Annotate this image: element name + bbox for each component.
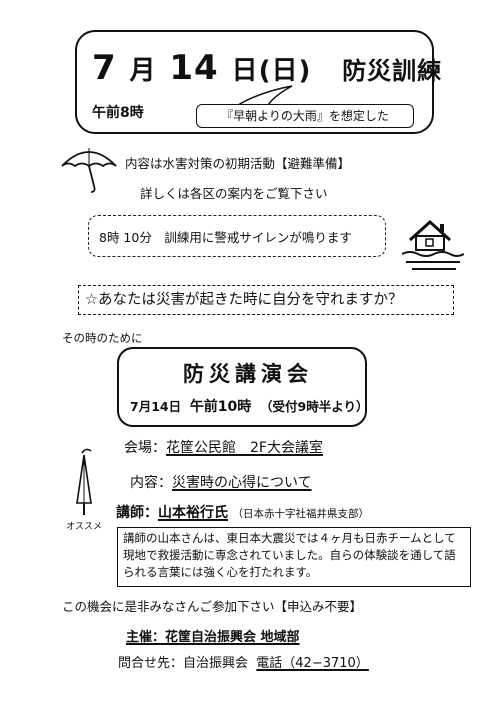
drill-time: 午前8時 (92, 105, 144, 121)
for-that-line: その時のために (62, 331, 143, 345)
speaker-affiliation: （日本赤十字社福井県支部） (232, 508, 369, 520)
drill-weekday: (日) (258, 56, 312, 86)
invitation-line: この機会に是非みなさんご参加下さい【申込み不要】 (62, 599, 363, 614)
drill-title: 7 月 14 日(日) 防災訓練 (92, 48, 442, 88)
contact-label: 問合せ先：自治振興会 (118, 656, 249, 671)
drill-day: 14 (169, 48, 219, 88)
content-line: 内容は水害対策の初期活動【避難準備】 (125, 156, 351, 171)
lecture-box (117, 347, 367, 427)
lecture-reception: （受付9時半より） (260, 399, 369, 414)
recommend-label: オススメ (66, 522, 103, 532)
details-line: 詳しくは各区の案内をご覧下さい (140, 186, 328, 201)
question-box: ☆あなたは災害が起きた時に自分を守れますか？ (78, 285, 454, 315)
closed-umbrella-icon (76, 448, 92, 515)
flooded-house-icon (402, 219, 464, 270)
lecture-content-value: 災害時の心得について (172, 475, 312, 491)
venue-line: 会場：花筐公民館 2F大会議室 (124, 437, 323, 457)
organizer: 主催：花筐自治振興会 地域部 (126, 630, 300, 645)
bubble-tail (237, 85, 293, 106)
lecture-content-label: 内容： (130, 475, 172, 491)
siren-notice-box: 8時 10分 訓練用に警戒サイレンが鳴ります (88, 215, 386, 257)
venue-value: 花筐公民館 2F大会議室 (166, 440, 323, 456)
lecture-time: 午前10時 (189, 399, 252, 415)
drill-name: 防災訓練 (342, 57, 443, 85)
speaker-label: 講師： (116, 505, 158, 521)
speaker-name: 山本裕行氏 (158, 505, 228, 521)
siren-notice: 8時 10分 訓練用に警戒サイレンが鳴ります (99, 230, 352, 245)
scenario-bubble: 『早朝よりの大雨』を想定した (196, 104, 414, 128)
organizer-line: 主催：花筐自治振興会 地域部 (126, 626, 300, 645)
speaker-bio: 講師の山本さんは、東日本大震災では４ヶ月も日赤チームとして現地で救援活動に専念さ… (117, 527, 471, 587)
contact-line: 問合せ先：自治振興会 電話（42−3710） (118, 652, 369, 671)
drill-header-box (75, 30, 434, 134)
lecture-title: 防災講演会 (183, 362, 313, 386)
lecture-content-line: 内容：災害時の心得について (130, 472, 312, 492)
lecture-date: 7月14日 (130, 399, 182, 414)
umbrella-icon (61, 148, 117, 193)
lecture-datetime: 7月14日 午前10時 （受付9時半より） (130, 396, 368, 416)
speaker-line: 講師：山本裕行氏 （日本赤十字社福井県支部） (116, 502, 369, 522)
drill-month: 7 (92, 48, 117, 88)
drill-month-unit: 月 (129, 56, 157, 86)
venue-label: 会場： (124, 440, 166, 456)
drill-day-unit: 日 (231, 56, 259, 86)
contact-phone: 電話（42−3710） (256, 656, 369, 671)
